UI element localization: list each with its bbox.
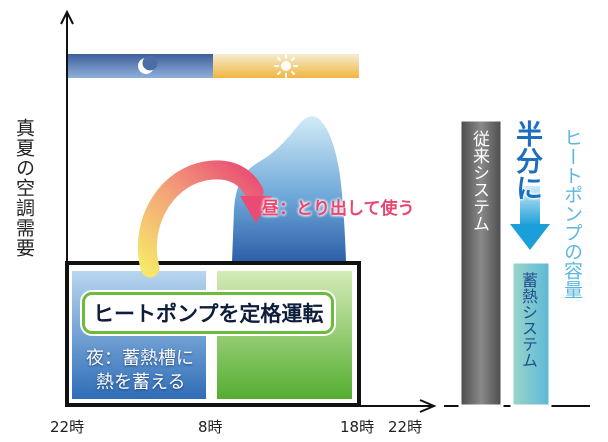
night-storage-line1: 夜：蓄熱槽に — [86, 348, 194, 369]
x-tick-label: 22時 — [50, 418, 85, 436]
x-tick-label: 8時 — [198, 418, 223, 436]
night-storage-line2: 熱を蓄える — [96, 372, 186, 393]
rated-operation-label: ヒートポンプを定格運転 — [82, 292, 335, 334]
sun-icon — [274, 54, 298, 78]
moon-icon — [138, 55, 158, 74]
x-tick-label: 18時 — [340, 418, 375, 436]
night-storage-box — [70, 269, 208, 401]
conventional-system-label: 従来システム — [469, 130, 489, 232]
heat-pump-capacity-label: ヒートポンプの容量 — [561, 128, 583, 299]
y-axis-label: 真夏の空調需要 — [13, 118, 35, 258]
half-label: 半分に — [511, 120, 542, 201]
down-arrow-icon — [510, 186, 550, 250]
storage-system-label: 蓄熱システム — [519, 272, 538, 368]
day-operation-box — [215, 269, 354, 401]
x-tick-label: 22時 — [388, 418, 423, 436]
day-use-annotation: 昼：とり出して使う — [262, 199, 415, 219]
daytime-demand-area — [232, 116, 346, 262]
storage-system-bar — [510, 260, 552, 408]
conventional-system-bar — [458, 118, 504, 408]
transfer-arrow — [137, 160, 272, 278]
